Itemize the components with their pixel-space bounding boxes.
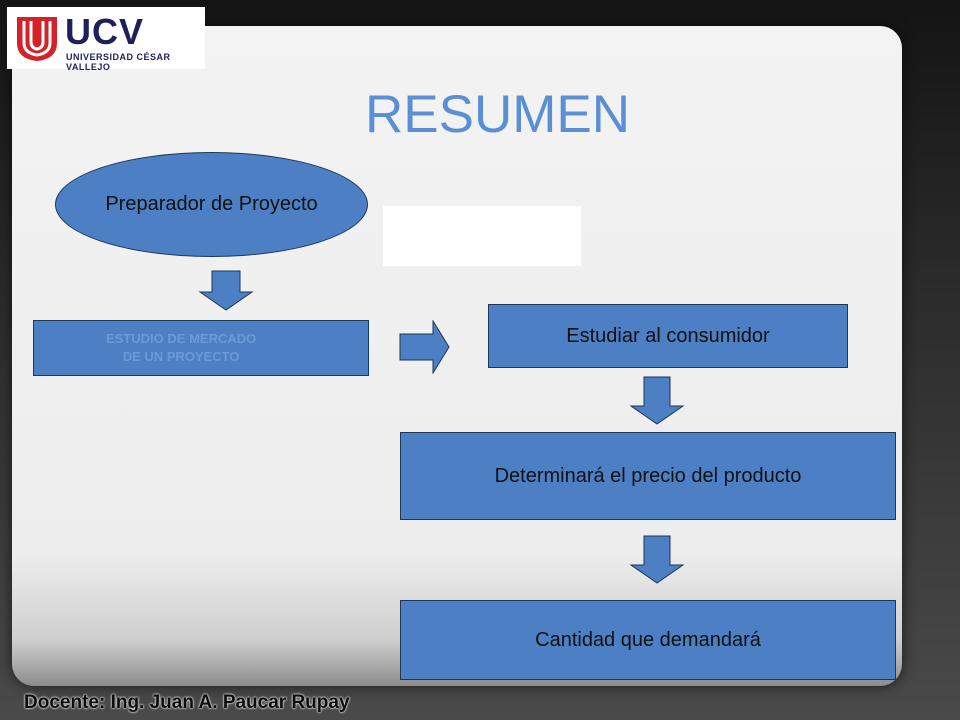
node-precio-label: Determinará el precio del producto bbox=[494, 464, 802, 487]
node-mercado-line2: DE UN PROYECTO bbox=[122, 349, 240, 364]
node-preparador: Preparador de Proyecto bbox=[55, 152, 368, 257]
arrow-down-icon bbox=[198, 270, 254, 311]
footer-docente: Docente: Ing. Juan A. Paucar Rupay bbox=[24, 692, 350, 713]
logo-wordmark: UCV bbox=[65, 11, 145, 52]
blank-patch bbox=[383, 206, 581, 266]
node-preparador-label: Preparador de Proyecto bbox=[105, 193, 318, 215]
node-precio: Determinará el precio del producto bbox=[400, 432, 896, 520]
arrow-down-icon bbox=[629, 376, 685, 425]
node-consumidor: Estudiar al consumidor bbox=[488, 304, 848, 368]
ucv-logo: UCV UNIVERSIDAD CÉSAR VALLEJO bbox=[7, 7, 205, 72]
node-consumidor-label: Estudiar al consumidor bbox=[566, 324, 770, 347]
node-estudio-mercado: ESTUDIO DE MERCADO DE UN PROYECTO bbox=[33, 320, 369, 376]
ucv-shield-icon bbox=[17, 17, 57, 61]
arrow-right-icon bbox=[399, 320, 450, 374]
node-mercado-line1: ESTUDIO DE MERCADO bbox=[106, 331, 257, 346]
logo-subtitle: UNIVERSIDAD CÉSAR VALLEJO bbox=[66, 52, 171, 72]
slide-title: RESUMEN bbox=[364, 85, 631, 144]
arrow-down-icon bbox=[629, 535, 685, 584]
node-cantidad-label: Cantidad que demandará bbox=[535, 628, 761, 651]
node-cantidad: Cantidad que demandará bbox=[400, 600, 896, 680]
